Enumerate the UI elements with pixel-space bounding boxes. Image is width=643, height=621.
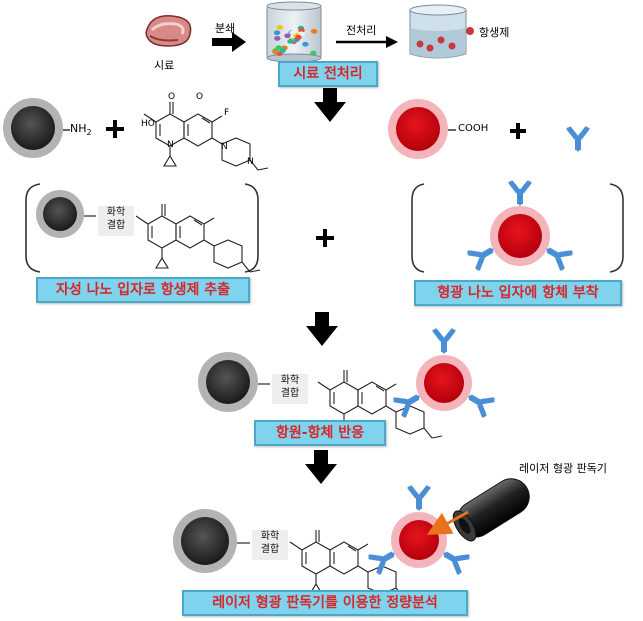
down-arrow-3 — [305, 450, 337, 484]
cooh-label: COOH — [458, 123, 489, 134]
sample-particle — [279, 48, 286, 54]
plus-sign-2 — [510, 123, 526, 139]
antibody-particle-detection — [367, 485, 471, 576]
sample-particle — [274, 36, 281, 41]
sample-particles — [272, 25, 318, 56]
magnetic-nanoparticle-detection — [173, 509, 237, 573]
sample-particle — [298, 31, 305, 37]
drug-o2-label: O — [196, 92, 204, 102]
magnetic-nanoparticle — [3, 98, 63, 158]
sample-particle — [310, 50, 317, 56]
grind-arrow — [212, 32, 246, 52]
extract-beaker-icon — [409, 4, 467, 59]
sample-particle — [273, 30, 281, 36]
laser-reader-label: 레이저 형광 판독기 — [519, 462, 607, 475]
sample-particle — [275, 45, 282, 51]
step-sample-pretreatment: 시료 전처리 — [278, 61, 378, 87]
drug-o-label: O — [168, 92, 176, 102]
right-bracket-group — [411, 183, 624, 273]
sample-particle — [298, 28, 305, 33]
grind-label: 분쇄 — [215, 22, 236, 35]
drug-n-label: N — [167, 140, 174, 150]
plus-sign-1 — [106, 120, 124, 138]
fluorescent-nanoparticle — [388, 99, 448, 159]
antibody-icon — [566, 126, 590, 152]
pretreat-arrow-label: 전처리 — [346, 24, 377, 37]
sample-particle — [287, 39, 294, 44]
sample-particle — [289, 30, 296, 36]
sample-particle — [310, 28, 318, 34]
sample-label: 시료 — [154, 59, 175, 72]
step-magnetic-extraction: 자성 나노 입자로 항생제 추출 — [36, 277, 250, 303]
laser-beam — [426, 510, 469, 535]
meat-sample-icon — [145, 15, 192, 47]
antibiotic-legend-label: 항생제 — [479, 26, 510, 39]
drug-n3-label: N — [247, 157, 254, 167]
down-arrow-2 — [306, 312, 338, 346]
bound-drug-structure-1 — [135, 203, 261, 273]
left-bracket-group — [25, 183, 259, 273]
step-antigen-antibody-reaction: 항원-항체 반응 — [254, 420, 386, 446]
amine-label: NH2 — [70, 122, 92, 138]
magnetic-nanoparticle-reaction — [198, 352, 258, 412]
drug-ho-label: HO — [141, 119, 155, 129]
step-antibody-attachment: 형광 나노 입자에 항체 부착 — [414, 280, 622, 306]
antibiotic-legend-dot — [466, 27, 474, 35]
sample-particle — [276, 25, 283, 30]
sample-particle — [302, 41, 309, 47]
down-arrow-1 — [314, 88, 346, 122]
antibody-coated-particle — [466, 180, 574, 272]
plus-sign-3 — [316, 229, 334, 247]
sample-particle — [272, 49, 279, 55]
step-laser-quantification: 레이저 형광 판독기를 이용한 정량분석 — [182, 590, 468, 616]
pretreat-arrow — [336, 36, 398, 48]
antibody-particle-reaction — [392, 328, 496, 419]
magnetic-nanoparticle-bound — [36, 190, 84, 238]
drug-f-label: F — [224, 108, 230, 118]
sample-particle — [295, 34, 302, 40]
sample-particle — [284, 33, 291, 39]
laser-reader-icon — [452, 478, 530, 542]
drug-n2-label: N — [221, 142, 228, 152]
